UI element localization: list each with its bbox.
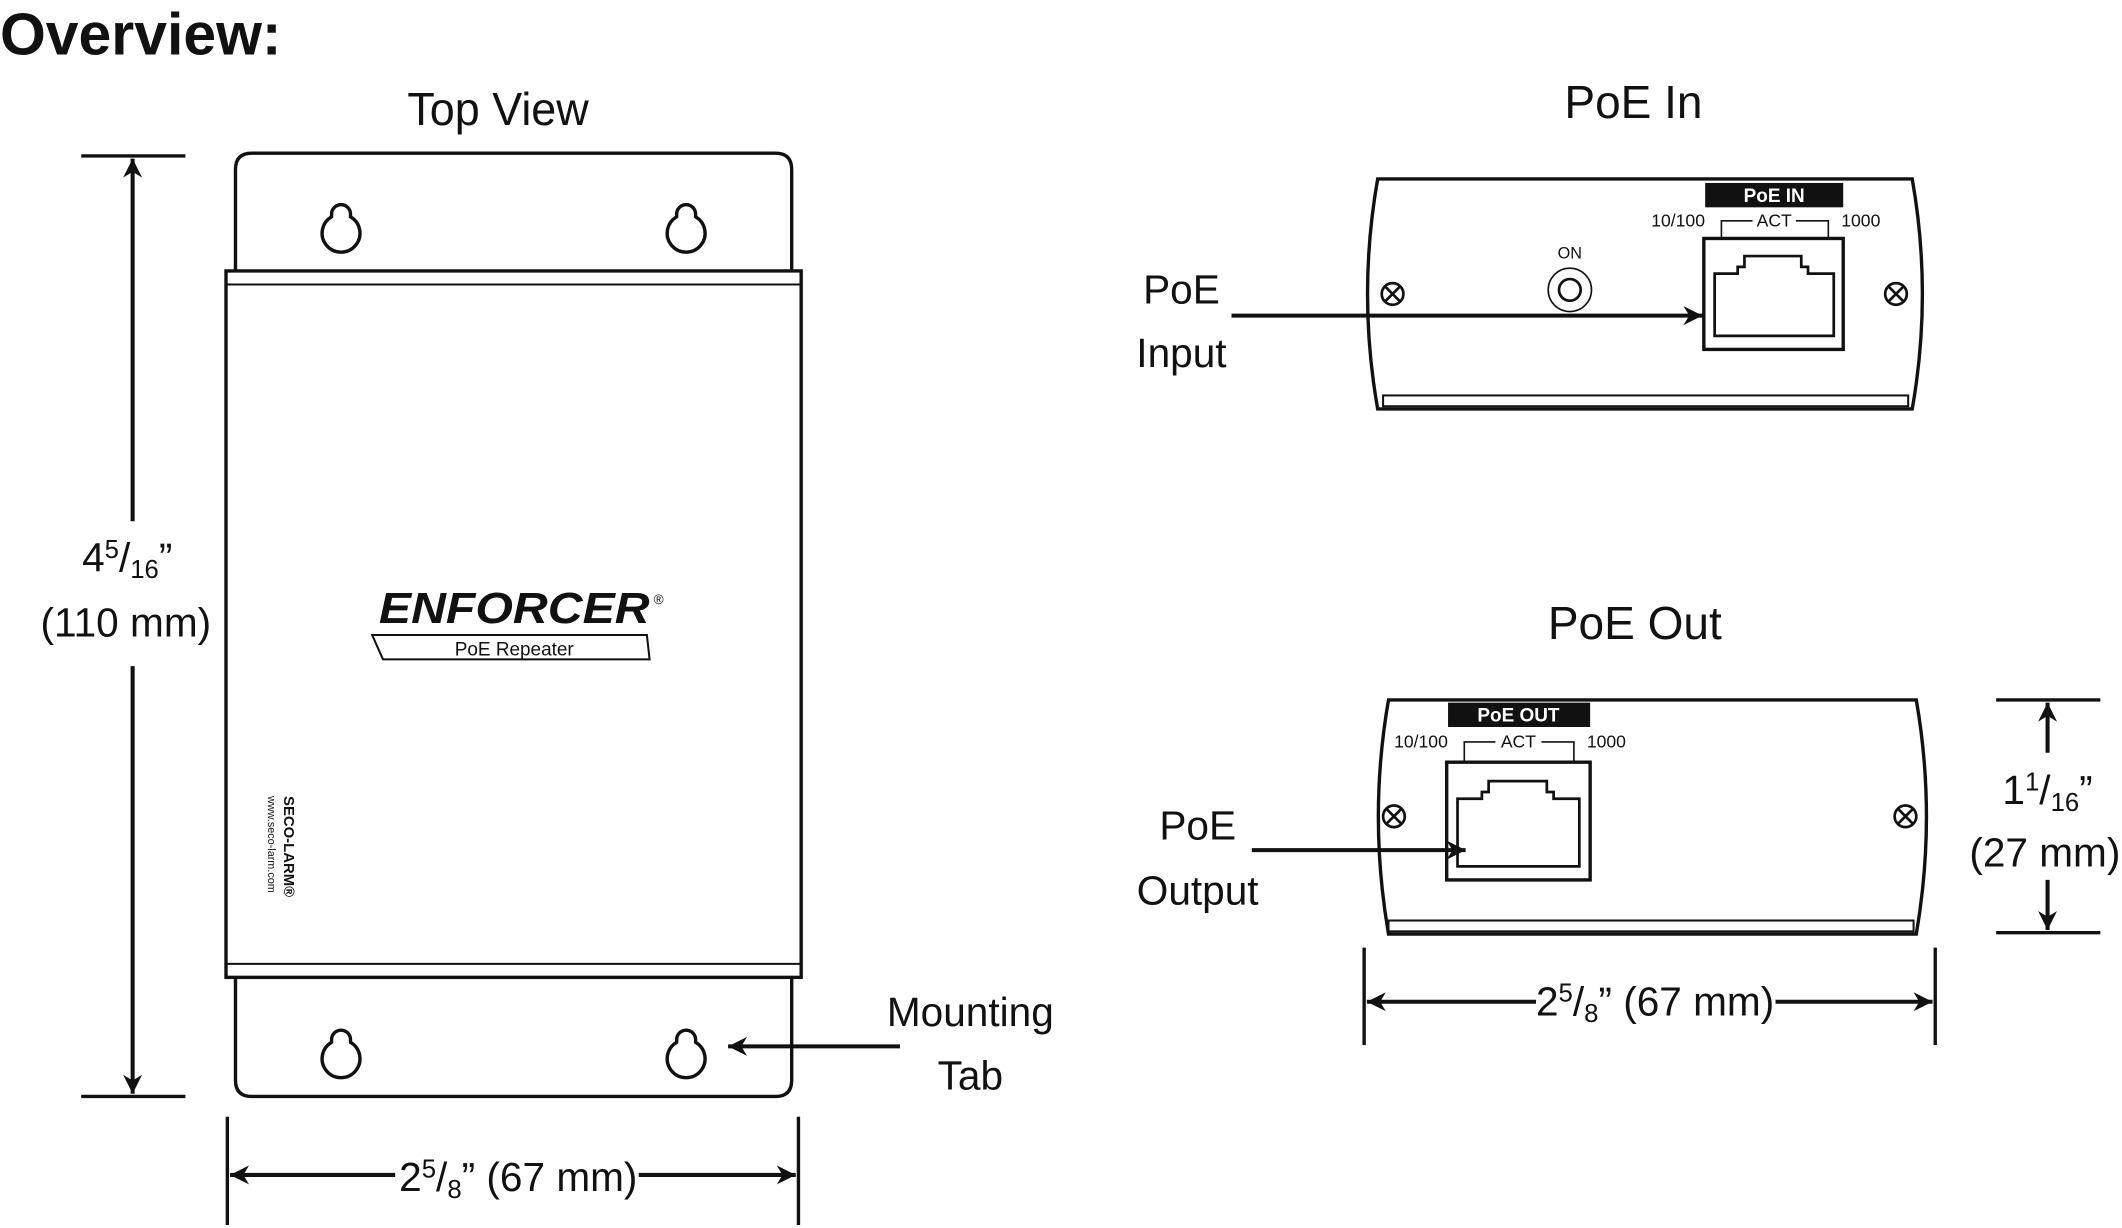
top-view: Top View ENFORCER ® PoE Repeater SECO-LA…: [41, 83, 1054, 1226]
callout-poe: PoE: [1143, 266, 1220, 312]
poe-in-view: PoE In PoE IN 10/100 ACT 1000 ON PoE Inp…: [1136, 76, 1925, 411]
maker-name: SECO-LARM®: [280, 796, 296, 897]
top-view-title: Top View: [407, 83, 589, 135]
poe-out-port-label: PoE OUT: [1477, 706, 1559, 727]
mounting-tab-callout: Mounting Tab: [728, 989, 1054, 1099]
height-metric: (110 mm): [41, 599, 212, 645]
callout-poe: PoE: [1159, 802, 1236, 848]
ethernet-port-icon: [1445, 760, 1592, 882]
on-label: ON: [1558, 245, 1582, 263]
poe-in-title: PoE In: [1564, 76, 1702, 128]
poe-out-panel: [1376, 698, 1929, 936]
callout-mounting: Mounting: [887, 989, 1054, 1035]
callout-tab: Tab: [938, 1053, 1003, 1099]
poe-out-title: PoE Out: [1548, 597, 1722, 649]
screw-icon: [1380, 281, 1909, 307]
height-dimension: 45/16” (110 mm): [41, 154, 212, 1099]
width-label: 25/8” (67 mm): [399, 1154, 637, 1204]
led-act-label: ACT: [1501, 731, 1536, 751]
poe-in-port-label: PoE IN: [1744, 186, 1805, 207]
led-10-100-label: 10/100: [1651, 210, 1705, 230]
bottom-mounting-tab: [233, 977, 794, 1099]
poe-out-view: PoE Out PoE OUT 10/100 ACT 1000 PoE Outp…: [1137, 597, 2120, 1046]
width-label: 25/8” (67 mm): [1536, 978, 1774, 1028]
depth-imperial: 11/16”: [2002, 767, 2092, 817]
power-led-icon: [1547, 267, 1593, 313]
ethernet-port-icon: [1702, 236, 1845, 352]
depth-metric: (27 mm): [1969, 829, 2120, 875]
device-body: [224, 269, 803, 980]
registered-mark: ®: [654, 592, 664, 607]
led-act-label: ACT: [1757, 210, 1792, 230]
brand-logo-text: ENFORCER: [379, 585, 650, 633]
seco-larm-label: SECO-LARM® www.seco-larm.com: [265, 795, 296, 897]
screw-icon: [1381, 804, 1918, 829]
callout-input: Input: [1136, 330, 1226, 376]
led-10-100-label: 10/100: [1394, 731, 1448, 751]
height-imperial: 45/16”: [82, 534, 172, 584]
callout-output: Output: [1137, 867, 1259, 913]
led-1000-label: 1000: [1587, 731, 1626, 751]
width-dimension: 25/8” (67 mm): [1362, 947, 1937, 1046]
enforcer-logo: ENFORCER ® PoE Repeater: [370, 585, 664, 661]
width-dimension: 25/8” (67 mm): [225, 1116, 801, 1226]
keyhole-icon: [320, 202, 707, 1080]
led-1000-label: 1000: [1841, 210, 1880, 230]
product-name: PoE Repeater: [455, 639, 574, 660]
top-mounting-tab: [233, 151, 794, 271]
depth-dimension: 11/16” (27 mm): [1969, 698, 2120, 935]
page-title: Overview:: [0, 0, 281, 67]
maker-website: www.seco-larm.com: [265, 795, 277, 893]
poe-in-panel: [1365, 177, 1925, 411]
